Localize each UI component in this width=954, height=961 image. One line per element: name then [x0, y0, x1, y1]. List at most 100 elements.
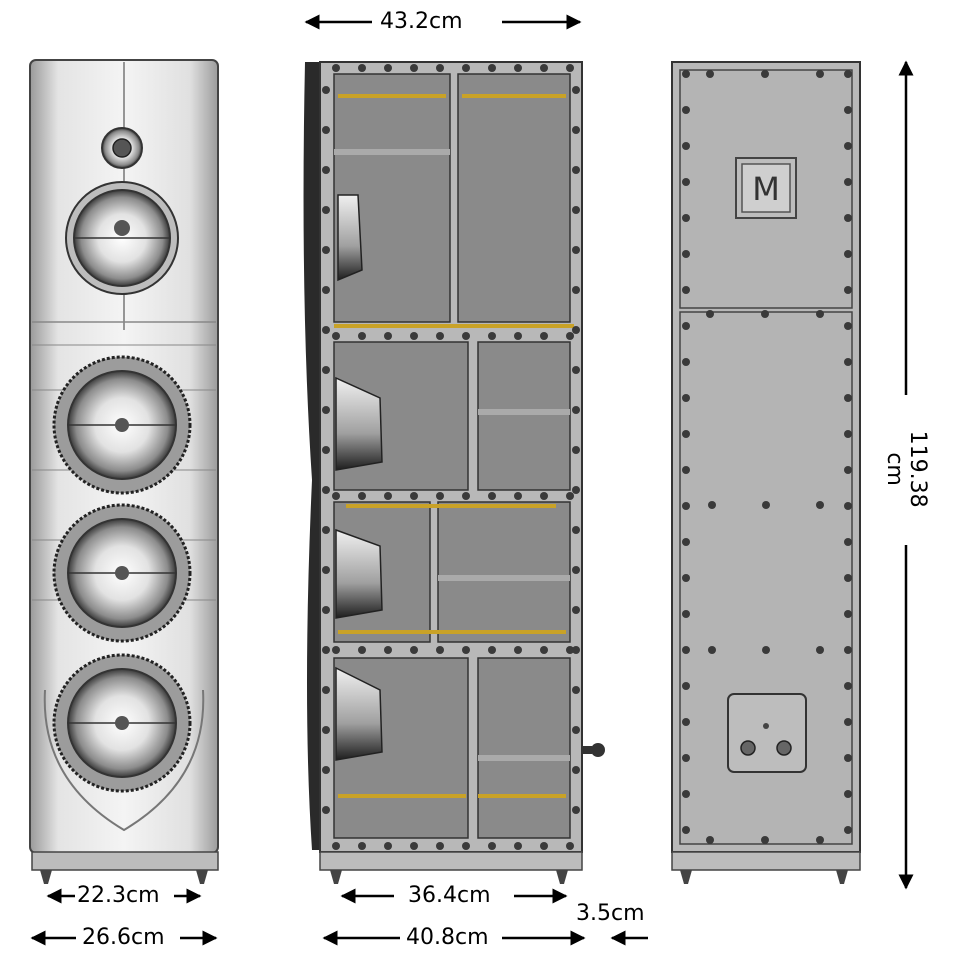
bolt [844, 790, 852, 798]
bolt [514, 842, 522, 850]
bolt [844, 646, 852, 654]
bolt [322, 166, 330, 174]
bolt [322, 766, 330, 774]
bolt [488, 332, 496, 340]
bolt [436, 646, 444, 654]
bolt [844, 286, 852, 294]
bolt [682, 394, 690, 402]
bolt [514, 64, 522, 72]
bolt [572, 286, 580, 294]
bolt [682, 718, 690, 726]
bolt [572, 766, 580, 774]
bolt [682, 826, 690, 834]
bolt [540, 492, 548, 500]
bolt [844, 610, 852, 618]
bolt [358, 64, 366, 72]
bolt [322, 86, 330, 94]
bolt [762, 646, 770, 654]
bolt [462, 492, 470, 500]
bolt [682, 106, 690, 114]
bolt [682, 70, 690, 78]
bolt [572, 366, 580, 374]
bolt [682, 358, 690, 366]
bolt [682, 286, 690, 294]
bolt [682, 214, 690, 222]
bolt [322, 246, 330, 254]
bolt [844, 430, 852, 438]
bolt [384, 646, 392, 654]
woofer-upper [52, 355, 192, 495]
bolt [761, 836, 769, 844]
bolt [682, 682, 690, 690]
bolt [566, 646, 574, 654]
bolt [462, 842, 470, 850]
bolt [844, 394, 852, 402]
bolt [844, 106, 852, 114]
bolt [572, 566, 580, 574]
bolt [410, 332, 418, 340]
bolt [762, 501, 770, 509]
bolt [384, 842, 392, 850]
terminal-knob [591, 743, 605, 757]
bolt [322, 366, 330, 374]
bolt [488, 492, 496, 500]
bolt [332, 64, 340, 72]
front-outer-width-label: 26.6cm [82, 925, 165, 950]
logo-letter: M [752, 170, 780, 208]
bolt [682, 538, 690, 546]
bolt [322, 526, 330, 534]
bolt [682, 322, 690, 330]
front-inner-width-label: 22.3cm [77, 883, 160, 908]
bolt [540, 842, 548, 850]
bolt [682, 502, 690, 510]
bolt [682, 574, 690, 582]
bolt [572, 806, 580, 814]
bolt [844, 250, 852, 258]
bolt [844, 682, 852, 690]
bolt [462, 332, 470, 340]
height-label: 119.38 cm [882, 419, 930, 520]
bolt [332, 842, 340, 850]
bolt [322, 446, 330, 454]
bolt [322, 646, 330, 654]
bolt [384, 332, 392, 340]
bolt [816, 310, 824, 318]
bolt [708, 501, 716, 509]
bolt [572, 726, 580, 734]
bolt [682, 754, 690, 762]
bolt-pattern [322, 64, 852, 850]
bolt [488, 842, 496, 850]
bolt [322, 286, 330, 294]
bolt [844, 358, 852, 366]
bolt [844, 178, 852, 186]
bolt [682, 142, 690, 150]
bolt [844, 322, 852, 330]
bolt [514, 492, 522, 500]
bolt [572, 606, 580, 614]
bolt [410, 842, 418, 850]
bolt [844, 466, 852, 474]
bolt [572, 326, 580, 334]
bolt [572, 246, 580, 254]
bolt [540, 64, 548, 72]
bolt [572, 86, 580, 94]
bolt [572, 206, 580, 214]
bolt [436, 492, 444, 500]
bolt [706, 310, 714, 318]
bolt [436, 332, 444, 340]
bolt [682, 466, 690, 474]
bolt [462, 646, 470, 654]
bolt [844, 826, 852, 834]
bolt [384, 492, 392, 500]
bolt [566, 842, 574, 850]
bolt [436, 64, 444, 72]
bolt [682, 610, 690, 618]
bolt [816, 836, 824, 844]
midrange-magnet [337, 194, 363, 282]
bolt [566, 492, 574, 500]
bolt [682, 178, 690, 186]
back-view: M [671, 61, 861, 884]
woofer-middle [52, 503, 192, 643]
bolt [358, 646, 366, 654]
